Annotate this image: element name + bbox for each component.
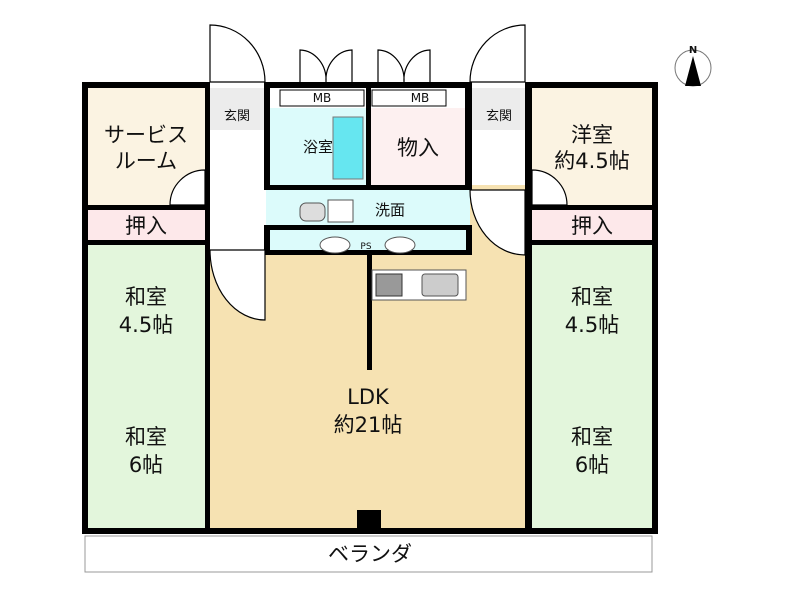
closet-left [88,210,205,241]
entrance-left-label: 玄関 [224,109,250,124]
japanese-rooms-right [532,245,652,528]
service-room-label: サービス [104,123,188,147]
japanese-room-size: 6帖 [575,453,609,477]
stove-icon [375,273,403,297]
sink-icon [421,273,459,297]
entrance-right-label: 玄関 [486,109,512,124]
closet-right-label: 押入 [571,214,613,238]
pipe-space-label: PS [360,242,371,252]
storage-label: 物入 [397,136,439,160]
japanese-room-size: 6帖 [129,453,163,477]
toilet-right-icon [384,236,416,254]
washroom [266,190,470,226]
ldk-label: LDK [347,385,390,409]
japanese-room-label: 和室 [125,285,167,309]
veranda [84,535,653,573]
veranda-label: ベランダ [328,542,412,566]
japanese-rooms-left [88,245,205,528]
storage [370,108,466,185]
compass-icon: N [674,45,712,87]
closet-right [532,210,652,241]
toilet-left-icon [319,236,351,254]
service-room-label: ルーム [115,149,177,173]
closet-left-label: 押入 [125,214,167,238]
toilets [266,230,470,250]
meter-box-right [371,89,447,107]
meter-box-left [279,89,365,107]
meter-box-right-label: MB [411,91,430,105]
entrance-left [210,88,265,130]
doors [169,24,568,321]
bathroom-label: 浴室 [303,138,333,156]
western-room-size: 約4.5帖 [554,149,629,173]
ldk-size: 約21帖 [334,413,403,437]
western-room-label: 洋室 [571,123,613,147]
japanese-room-label: 和室 [571,285,613,309]
japanese-room-label: 和室 [125,425,167,449]
walls [82,82,658,534]
entrance-right [472,88,525,130]
japanese-room-label: 和室 [571,425,613,449]
bathtub-icon [332,116,364,180]
meter-box-left-label: MB [313,91,332,105]
washing-machine-icon [327,199,354,223]
washroom-label: 洗面 [375,201,405,219]
washbasin-icon [299,202,326,222]
japanese-room-size: 4.5帖 [119,313,173,337]
japanese-room-size: 4.5帖 [565,313,619,337]
compass-north-label: N [689,45,697,56]
